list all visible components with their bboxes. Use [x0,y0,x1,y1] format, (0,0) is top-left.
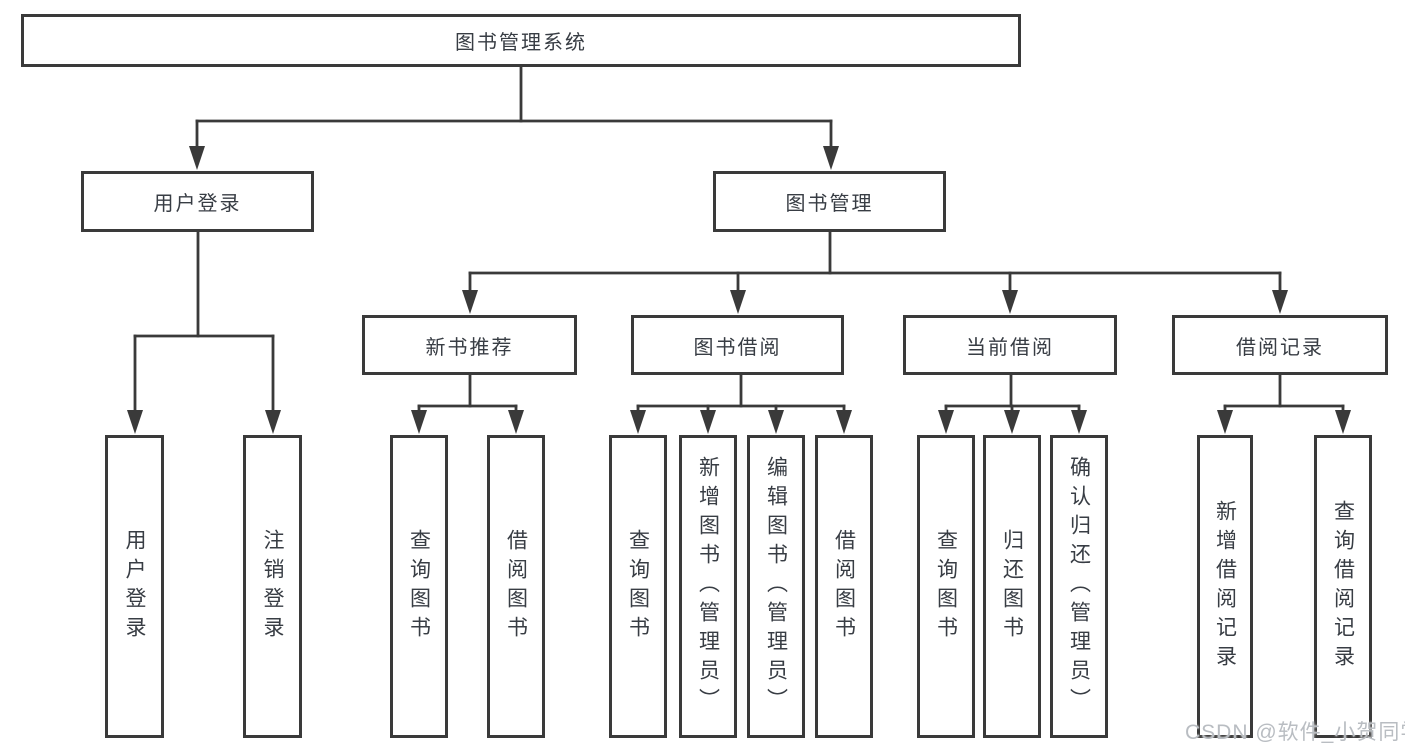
node-library-system-label: 图书管理系统 [455,32,587,54]
node-borrowing-records-label: 借阅记录 [1236,336,1324,359]
node-book-management-label: 图书管理 [785,193,874,215]
node-library-system: 图书管理系统 [21,14,1021,67]
node-logout-action-label: 注销登录 [261,528,284,645]
node-borrow-edit-books-admin: 编辑图书（管理员） [747,435,805,738]
csdn-watermark: CSDN @软件_小贺同学 [1185,721,1405,744]
node-borrow-borrow-books-label: 借阅图书 [832,528,856,645]
node-user-login-action: 用户登录 [105,435,164,738]
node-book-management: 图书管理 [713,171,946,232]
node-current-borrowing: 当前借阅 [903,315,1117,375]
node-borrowing-records: 借阅记录 [1172,315,1388,375]
node-user-login-action-label: 用户登录 [123,528,146,645]
node-user-login: 用户登录 [81,171,314,232]
node-records-query-record: 查询借阅记录 [1314,435,1372,738]
node-newbooks-query-books-label: 查询图书 [407,528,431,645]
node-borrow-borrow-books: 借阅图书 [815,435,873,738]
node-borrow-query-books: 查询图书 [609,435,667,738]
node-current-query-books-label: 查询图书 [934,528,958,645]
node-book-borrowing-label: 图书借阅 [693,336,782,359]
node-new-book-recommend: 新书推荐 [362,315,577,375]
node-borrow-add-books-admin-label: 新增图书（管理员） [696,456,720,717]
node-current-confirm-return-admin-label: 确认归还（管理员） [1067,456,1091,717]
node-user-login-label: 用户登录 [153,193,242,215]
node-current-borrowing-label: 当前借阅 [966,336,1054,359]
node-records-add-record: 新增借阅记录 [1197,435,1253,738]
node-records-add-record-label: 新增借阅记录 [1213,499,1237,674]
node-newbooks-query-books: 查询图书 [390,435,448,738]
node-borrow-edit-books-admin-label: 编辑图书（管理员） [764,456,788,717]
node-records-query-record-label: 查询借阅记录 [1331,499,1355,674]
node-current-return-books: 归还图书 [983,435,1041,738]
node-logout-action: 注销登录 [243,435,302,738]
node-new-book-recommend-label: 新书推荐 [425,336,514,359]
node-borrow-add-books-admin: 新增图书（管理员） [679,435,737,738]
node-current-return-books-label: 归还图书 [1000,528,1024,645]
node-current-confirm-return-admin: 确认归还（管理员） [1050,435,1108,738]
node-current-query-books: 查询图书 [917,435,975,738]
node-book-borrowing: 图书借阅 [631,315,844,375]
node-borrow-query-books-label: 查询图书 [626,528,650,645]
node-newbooks-borrow-books-label: 借阅图书 [504,528,528,645]
node-newbooks-borrow-books: 借阅图书 [487,435,545,738]
